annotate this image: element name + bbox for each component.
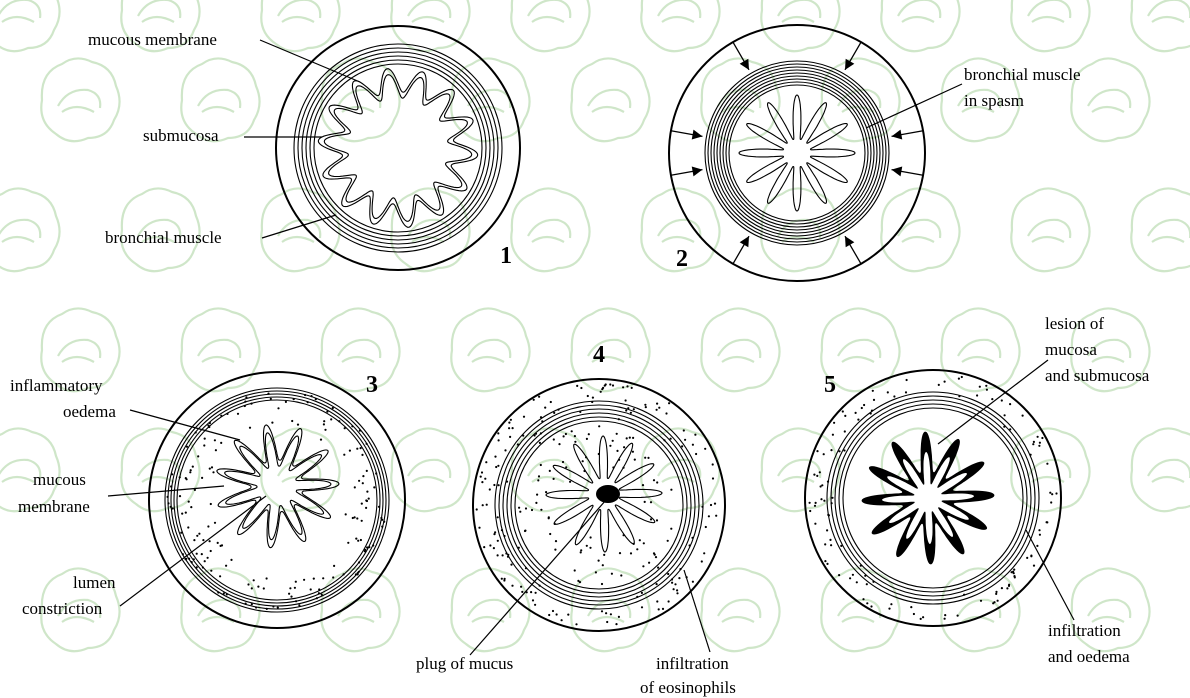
watermark-logo [761,428,839,511]
watermark-logo [1011,188,1089,271]
panel-number-4: 4 [593,342,605,368]
watermark-logo [571,568,649,651]
panel-2-spasm [669,25,925,281]
watermark-logo [391,428,469,511]
watermark-logo [511,0,589,51]
watermark-logo [881,188,959,271]
watermark-logo [121,428,199,511]
label-bronchial-muscle: bronchial muscle [105,228,222,247]
leader-infiltration-oedema [1026,530,1074,620]
panel-number-5: 5 [824,372,836,398]
watermark-logo [41,58,119,141]
panel-number-2: 2 [676,246,688,272]
watermark-logo [641,0,719,51]
label-lumen: lumen [73,573,116,592]
label-lesion-of: lesion of [1045,314,1104,333]
watermark-logo [701,58,779,141]
watermark-logo [881,0,959,51]
label-mucosa: mucosa [1045,340,1097,359]
label-mucous: mucous [33,470,86,489]
label-submucosa: submucosa [143,126,219,145]
watermark-logo [1131,188,1190,271]
label-inflammatory: inflammatory [10,376,103,395]
watermark-logo [941,568,1019,651]
panel-number-1: 1 [500,243,512,269]
leader-infiltration-eos [684,570,710,652]
label-infiltration: infiltration [656,654,729,673]
watermark-logo [701,568,779,651]
label-membrane: membrane [18,497,90,516]
watermark-logo [1011,0,1089,51]
watermark-logo [0,188,60,271]
label-and-submucosa: and submucosa [1045,366,1150,385]
label-mucous-membrane: mucous membrane [88,30,217,49]
leader-lumen [120,496,266,606]
watermark-logo [1131,428,1190,511]
watermark-logo [181,568,259,651]
watermark-logo [1131,0,1190,51]
label-infiltration-5: infiltration [1048,621,1121,640]
watermark-logo [451,568,529,651]
label-oedema: oedema [63,402,116,421]
spasm-arrows [671,42,923,264]
panel-3-labels: inflammatory oedema mucous membrane lume… [10,372,378,618]
label-plug-of-mucus: plug of mucus [416,654,513,673]
panel-number-3: 3 [366,372,378,398]
watermark-logo [181,308,259,391]
panel-4-mucus-plug [473,379,725,631]
watermark-logo [511,188,589,271]
label-bronchial-muscle-spasm: bronchial muscle [964,65,1081,84]
watermark-logo [571,58,649,141]
watermark-logo [701,308,779,391]
label-in-spasm: in spasm [964,91,1024,110]
label-and-oedema: and oedema [1048,647,1130,666]
watermark-logo [321,568,399,651]
label-of-eosinophils: of eosinophils [640,678,736,697]
mucus-plug [596,485,620,503]
watermark-logo [1071,58,1149,141]
watermark-logo [321,308,399,391]
watermark-logo [0,0,60,51]
panel-5-lesion [805,370,1061,626]
watermark-logo [261,0,339,51]
watermark-logo [451,308,529,391]
label-constriction: constriction [22,599,103,618]
